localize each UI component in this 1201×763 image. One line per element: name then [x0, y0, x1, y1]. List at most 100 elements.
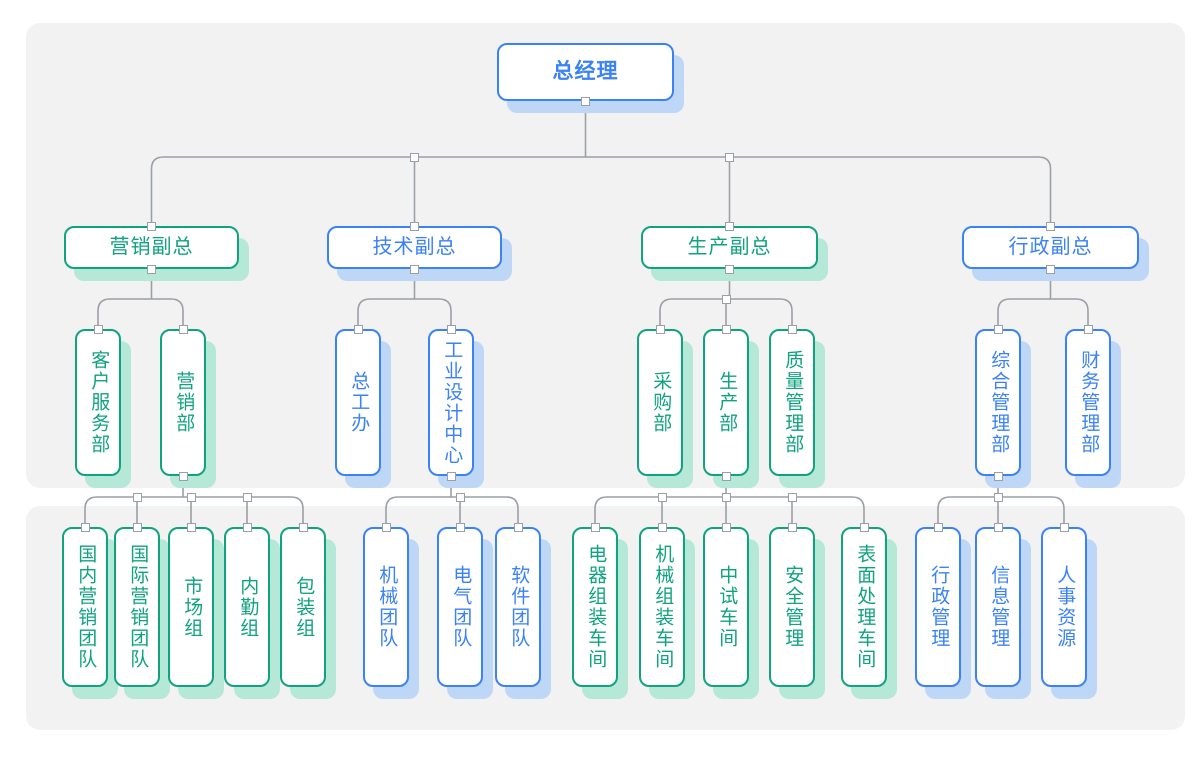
connector-junction-child — [186, 522, 196, 532]
connector-junction-parent — [1046, 264, 1055, 274]
connector-junction-child — [132, 522, 142, 532]
node-level4-9-label: 机械组装车间 — [652, 544, 674, 670]
connector-junction-rail — [721, 294, 731, 304]
connector-junction-parent — [446, 471, 456, 481]
connector-junction-rail — [787, 492, 797, 502]
connector-junction-rail — [242, 492, 252, 502]
node-level4-10[interactable]: 中试车间 — [703, 527, 749, 687]
connector-junction-rail — [993, 492, 1003, 502]
connector-junction-child — [725, 221, 734, 231]
node-level4-14[interactable]: 信息管理 — [975, 527, 1021, 687]
connector-junction-rail — [410, 152, 419, 162]
connector-junction-child — [446, 324, 456, 334]
node-level4-11[interactable]: 安全管理 — [769, 527, 815, 687]
node-level3-6-label: 质量管理部 — [782, 350, 804, 455]
node-level2-3-label: 行政副总 — [1008, 235, 1093, 258]
connector-junction-parent — [410, 264, 419, 274]
node-level2-0-label: 营销副总 — [109, 235, 194, 258]
node-level4-13[interactable]: 行政管理 — [915, 527, 961, 687]
node-level4-8[interactable]: 电器组装车间 — [572, 527, 618, 687]
connector-junction-child — [80, 522, 90, 532]
connector-junction-child — [455, 522, 465, 532]
node-level4-12[interactable]: 表面处理车间 — [841, 527, 887, 687]
node-level4-1[interactable]: 国际营销团队 — [114, 527, 160, 687]
node-level2-2[interactable]: 生产副总 — [641, 226, 818, 269]
node-level4-4-label: 包装组 — [293, 575, 315, 639]
node-level4-11-label: 安全管理 — [782, 565, 804, 649]
connector-line — [385, 496, 519, 510]
node-level4-6[interactable]: 电气团队 — [437, 527, 483, 687]
connector-junction-child — [381, 522, 391, 532]
node-level3-3-label: 工业设计中心 — [441, 339, 463, 466]
node-level4-14-label: 信息管理 — [988, 565, 1010, 649]
connector-junction-child — [353, 324, 363, 334]
connector-junction-child — [657, 522, 667, 532]
connector-junction-rail — [132, 492, 142, 502]
node-level4-9[interactable]: 机械组装车间 — [639, 527, 685, 687]
connector-junction-parent — [721, 471, 731, 481]
node-level3-6[interactable]: 质量管理部 — [769, 329, 815, 476]
node-level3-4[interactable]: 采购部 — [637, 329, 683, 476]
node-level4-0-label: 国内营销团队 — [75, 544, 97, 670]
connector-junction-rail — [455, 492, 465, 502]
node-level4-8-label: 电器组装车间 — [585, 544, 607, 670]
node-level4-15[interactable]: 人事资源 — [1041, 527, 1087, 687]
connector-junction-parent — [993, 471, 1003, 481]
connector-junction-child — [787, 522, 797, 532]
connector-junction-child — [298, 522, 308, 532]
connector-junction-child — [513, 522, 523, 532]
node-level4-12-label: 表面处理车间 — [854, 544, 876, 670]
connector-junction-child — [993, 522, 1003, 532]
node-level3-1[interactable]: 营销部 — [160, 329, 206, 476]
connector-line — [150, 156, 1052, 170]
connector-line — [357, 298, 452, 312]
node-level4-3-label: 内勤组 — [237, 575, 259, 639]
node-level4-10-label: 中试车间 — [716, 565, 738, 649]
connector-junction-child — [787, 324, 797, 334]
node-level2-3[interactable]: 行政副总 — [962, 226, 1139, 269]
connector-line — [997, 298, 1089, 312]
node-level3-0-label: 客户服务部 — [88, 350, 110, 455]
node-level3-8-label: 财务管理部 — [1078, 350, 1100, 455]
node-level4-7-label: 软件团队 — [508, 565, 530, 649]
node-level4-2[interactable]: 市场组 — [168, 527, 214, 687]
node-level3-0[interactable]: 客户服务部 — [75, 329, 121, 476]
connector-junction-parent — [725, 264, 734, 274]
connector-junction-child — [993, 324, 1003, 334]
connector-junction-child — [242, 522, 252, 532]
node-level4-4[interactable]: 包装组 — [280, 527, 326, 687]
node-root[interactable]: 总经理 — [497, 43, 674, 101]
node-level4-5-label: 机械团队 — [376, 565, 398, 649]
connector-junction-child — [147, 221, 156, 231]
node-level4-0[interactable]: 国内营销团队 — [62, 527, 108, 687]
node-level4-15-label: 人事资源 — [1054, 565, 1076, 649]
node-level4-5[interactable]: 机械团队 — [363, 527, 409, 687]
connector-junction-rail — [725, 152, 734, 162]
node-level3-8[interactable]: 财务管理部 — [1065, 329, 1111, 476]
connector-junction-rail — [657, 492, 667, 502]
connector-junction-child — [721, 324, 731, 334]
connector-junction-child — [1059, 522, 1069, 532]
node-level3-1-label: 营销部 — [173, 371, 195, 434]
node-level4-6-label: 电气团队 — [450, 565, 472, 649]
connector-junction-child — [410, 221, 419, 231]
node-level3-3[interactable]: 工业设计中心 — [428, 329, 474, 476]
connector-line — [97, 298, 184, 312]
node-level4-3[interactable]: 内勤组 — [224, 527, 270, 687]
node-level4-1-label: 国际营销团队 — [127, 544, 149, 670]
connector-junction-child — [1083, 324, 1093, 334]
node-level3-4-label: 采购部 — [650, 371, 672, 434]
node-level4-7[interactable]: 软件团队 — [495, 527, 541, 687]
node-level2-0[interactable]: 营销副总 — [64, 226, 239, 269]
connector-junction-child — [178, 324, 188, 334]
node-level3-7[interactable]: 综合管理部 — [975, 329, 1021, 476]
node-level2-2-label: 生产副总 — [687, 235, 772, 258]
node-level2-1[interactable]: 技术副总 — [327, 226, 502, 269]
node-level4-13-label: 行政管理 — [928, 565, 950, 649]
node-root-label: 总经理 — [552, 59, 619, 83]
node-level3-2[interactable]: 总工办 — [335, 329, 381, 476]
node-level3-5-label: 生产部 — [716, 371, 738, 434]
node-level3-5[interactable]: 生产部 — [703, 329, 749, 476]
node-level4-2-label: 市场组 — [181, 575, 203, 639]
